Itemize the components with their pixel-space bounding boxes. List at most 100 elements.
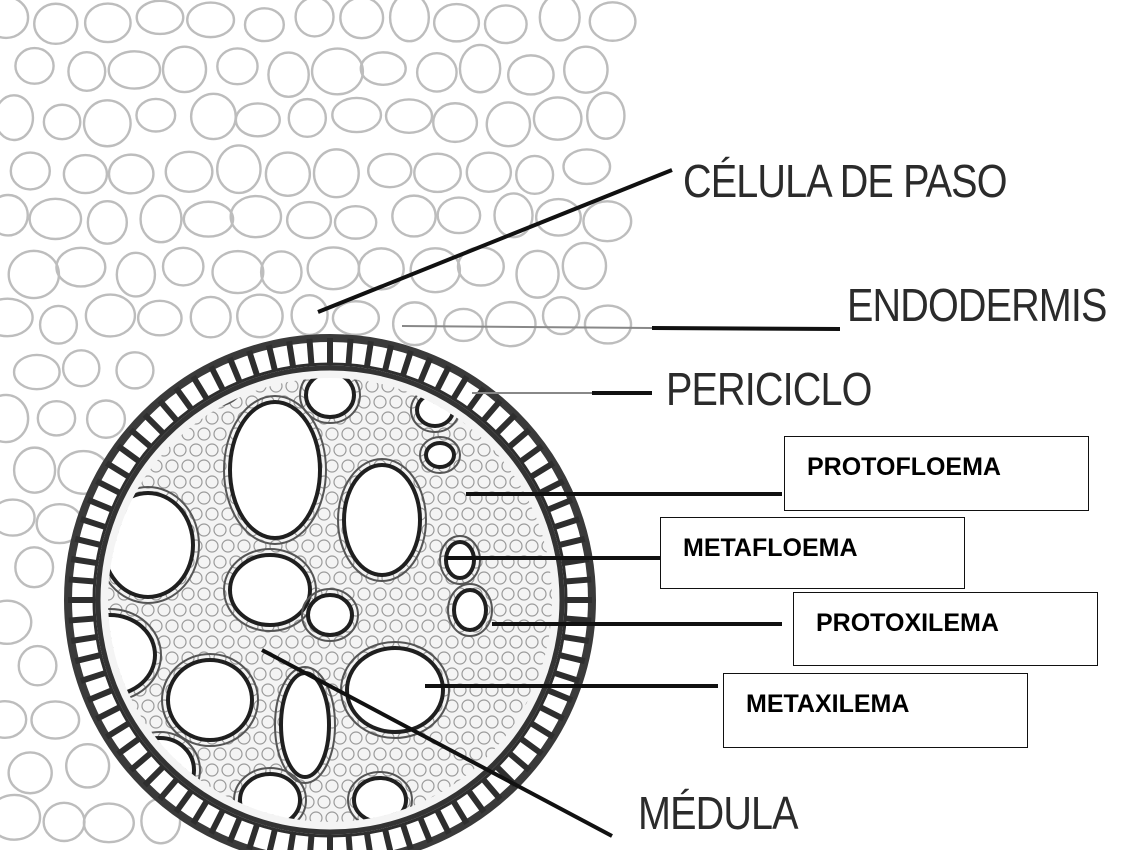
cortex-cell [14,448,55,493]
cortex-cell [486,302,536,346]
cortex-cell [163,47,206,92]
cortex-cell [312,49,363,95]
cortex-cell [587,93,624,139]
cortex-cell [287,202,331,238]
cortex-cell [184,202,233,237]
cortex-cell [68,52,105,91]
vessel [306,373,354,417]
cortex-cell [590,2,636,40]
label-metaxilema: METAXILEMA [746,692,909,717]
cortex-cell [0,95,33,140]
cortex-cell [191,297,231,337]
cortex-cell [66,744,109,787]
endodermis-cell-wall [309,835,311,850]
box-metafloema: METAFLOEMA [660,517,965,589]
vessel [168,660,252,740]
cortex-cell [359,248,404,289]
cortex-cell [0,195,28,235]
cortex-cell [117,253,155,297]
cortex-cell [63,350,99,386]
label-celula-de-paso: CÉLULA DE PASO [683,158,1007,204]
vessel [308,595,352,635]
cortex-cell [0,395,28,442]
endodermis-cell-wall [69,579,95,581]
box-protofloema: PROTOFLOEMA [784,436,1089,511]
endodermis-cell-wall [71,559,97,563]
cortex-cell [136,99,175,132]
cortex-cell [56,248,105,287]
cortex-cell [392,196,435,237]
label-endodermis: ENDODERMIS [847,282,1107,328]
cortex-cell [335,206,376,238]
cortex-cell [187,3,234,38]
cortex-cell [64,155,107,193]
cortex-cell [38,401,75,435]
cortex-cell [460,45,500,92]
cortex-cell [86,295,135,337]
cortex-cell [34,4,77,44]
cortex-cell [314,149,359,197]
cortex-cell [217,48,257,84]
cortex-cell [0,795,40,840]
cortex-cell [438,198,480,234]
cortex-cell [236,103,280,136]
cortex-cell [444,309,483,341]
cortex-cell [332,98,381,132]
cortex-cell [217,145,260,192]
cortex-cell [137,1,184,34]
cortex-cell [19,646,57,685]
cortex-cell [296,0,334,36]
cortex-cell [386,99,432,132]
cortex-cell [88,201,127,244]
leader-endodermis [652,328,840,329]
cortex-cell [109,155,153,194]
box-protoxilema: PROTOXILEMA [793,592,1098,666]
endodermis-cell-wall [309,339,311,365]
cortex-cell [266,153,310,196]
cortex-cell [44,803,85,841]
cortex-cell [390,0,429,41]
cortex-cell [516,156,553,194]
cortex-cell [191,94,236,139]
cortex-cell [534,97,581,139]
cortex-cell [14,355,60,389]
cortex-cell [40,306,77,344]
vessel [230,402,320,538]
cortex-cell [15,48,53,84]
cortex-cell [508,55,553,94]
box-metaxilema: METAXILEMA [723,673,1028,748]
cortex-cell [31,701,79,738]
cortex-cell [563,149,610,183]
vessel [344,465,420,575]
cortex-cell [109,51,160,88]
cortex-cell [166,152,213,192]
cortex-cell [564,47,607,93]
cortex-cell [261,251,301,292]
cortex-cell [361,52,406,84]
endodermis-cell-wall [289,341,293,367]
cortex-cell [485,5,527,43]
cortex-cell [117,352,154,388]
cortex-cell [268,53,308,97]
cortex-cell [245,8,284,41]
cortex-cell [44,105,80,139]
vessel [454,590,486,630]
cortex-cell [237,295,282,338]
cortex-cell [467,153,511,192]
cortex-cell [414,154,460,192]
leader-endodermis-thin [402,326,652,328]
cortex-cell [417,53,456,91]
cortex-cell [585,306,631,344]
label-metafloema: METAFLOEMA [683,536,858,561]
cortex-cell [84,100,131,146]
endodermis-cell-wall [349,339,351,365]
label-protofloema: PROTOFLOEMA [807,455,1001,480]
cortex-cell [9,251,59,298]
endodermis-cell-wall [565,619,591,621]
cortex-cell [393,302,436,345]
vessel [281,673,329,777]
cortex-cell [30,199,81,239]
cortex-cell [583,201,631,241]
endodermis-cell-wall [565,579,591,581]
